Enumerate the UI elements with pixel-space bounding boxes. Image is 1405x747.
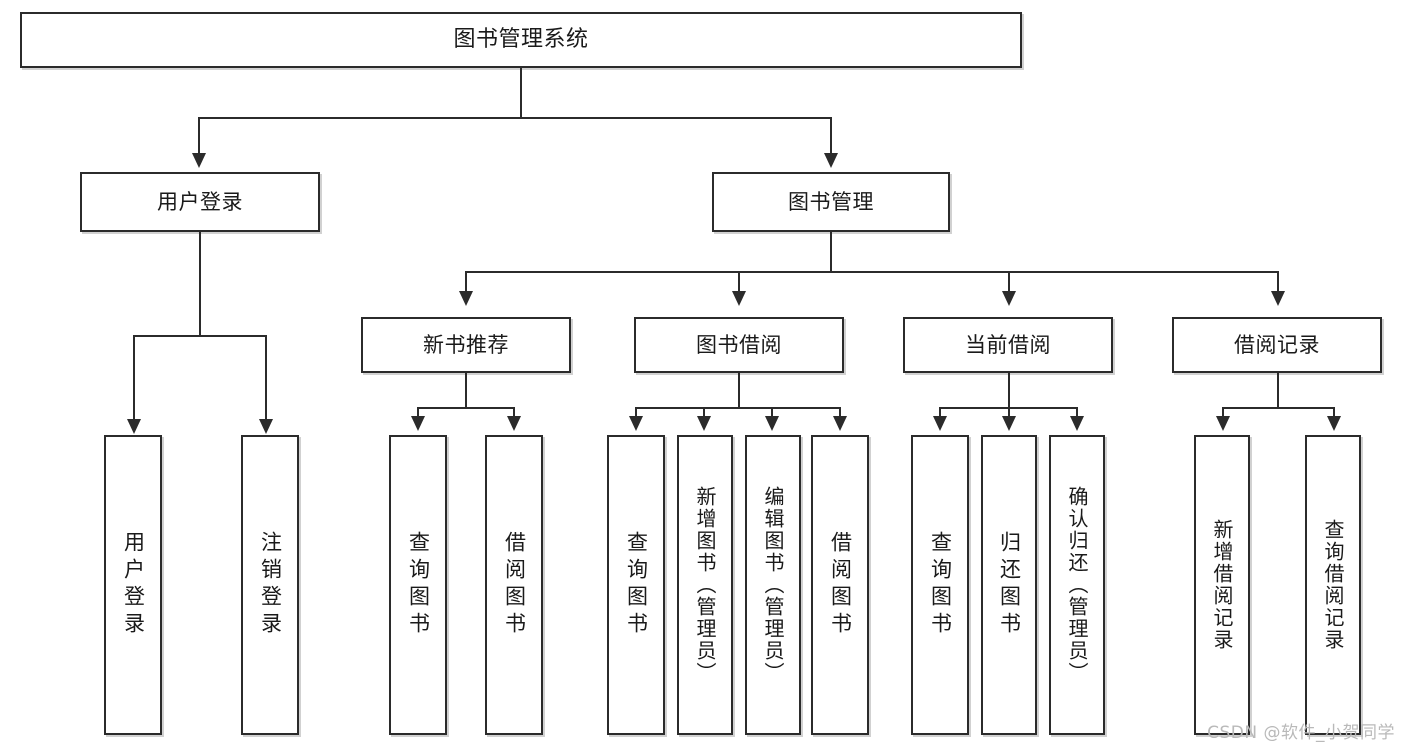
connector-to-new-book-recommend — [465, 271, 467, 293]
node-new-book-recommend[interactable]: 新书推荐 — [361, 317, 571, 373]
node-leaf-user-logout[interactable]: 注销登录 — [241, 435, 299, 735]
connector-bb-3 — [771, 407, 773, 417]
node-label: 图书借阅 — [696, 332, 782, 357]
connector-book-borrow-trunk — [738, 373, 740, 408]
arrow-to-user-login — [192, 153, 206, 168]
node-label: 用户登录 — [157, 189, 243, 214]
arrow-to-leaf-query-record — [1327, 416, 1341, 431]
node-leaf-query-book-3[interactable]: 查询图书 — [911, 435, 969, 735]
node-book-borrow[interactable]: 图书借阅 — [634, 317, 844, 373]
node-label: 当前借阅 — [965, 332, 1051, 357]
connector-to-current-borrow — [1008, 271, 1010, 293]
connector-br-1 — [1222, 407, 1224, 417]
arrow-to-leaf-add-book — [697, 416, 711, 431]
node-leaf-query-book-1[interactable]: 查询图书 — [389, 435, 447, 735]
arrow-to-book-borrow — [732, 291, 746, 306]
node-label: 借阅图书 — [502, 531, 527, 639]
connector-user-login-right — [265, 335, 267, 421]
connector-user-login-left — [133, 335, 135, 421]
connector-book-manage-bar — [466, 271, 1278, 273]
arrow-to-leaf-user-logout — [259, 419, 273, 434]
connector-new-book-trunk — [465, 373, 467, 408]
connector-book-manage-trunk — [830, 232, 832, 272]
connector-bb-4 — [839, 407, 841, 417]
node-label: 图书管理系统 — [453, 27, 589, 53]
connector-br-2 — [1333, 407, 1335, 417]
connector-new-book-right — [513, 407, 515, 417]
node-leaf-return-book[interactable]: 归还图书 — [981, 435, 1037, 735]
node-leaf-user-login[interactable]: 用户登录 — [104, 435, 162, 735]
node-borrow-record[interactable]: 借阅记录 — [1172, 317, 1382, 373]
node-label: 新增借阅记录 — [1210, 519, 1234, 651]
connector-root-to-book-manage — [830, 117, 832, 155]
connector-root-bar — [199, 117, 832, 119]
node-leaf-edit-book[interactable]: 编辑图书（管理员） — [745, 435, 801, 735]
arrow-to-leaf-query-book-2 — [629, 416, 643, 431]
node-label: 查询图书 — [928, 531, 953, 639]
node-root-book-management-system[interactable]: 图书管理系统 — [20, 12, 1022, 68]
arrow-to-borrow-record — [1271, 291, 1285, 306]
arrow-to-new-book-recommend — [459, 291, 473, 306]
node-leaf-borrow-book-2[interactable]: 借阅图书 — [811, 435, 869, 735]
node-leaf-query-record[interactable]: 查询借阅记录 — [1305, 435, 1361, 735]
arrow-to-leaf-borrow-book-1 — [507, 416, 521, 431]
connector-to-book-borrow — [738, 271, 740, 293]
arrow-to-leaf-return-book — [1002, 416, 1016, 431]
node-label: 借阅记录 — [1234, 332, 1320, 357]
node-label: 借阅图书 — [828, 531, 853, 639]
connector-root-trunk — [520, 68, 522, 118]
arrow-to-leaf-borrow-book-2 — [833, 416, 847, 431]
node-leaf-query-book-2[interactable]: 查询图书 — [607, 435, 665, 735]
connector-new-book-bar — [418, 407, 514, 409]
connector-cb-1 — [939, 407, 941, 417]
connector-to-borrow-record — [1277, 271, 1279, 293]
arrow-to-leaf-confirm-return — [1070, 416, 1084, 431]
connector-book-borrow-bar — [636, 407, 840, 409]
node-label: 确认归还（管理员） — [1065, 486, 1089, 684]
arrow-to-leaf-add-record — [1216, 416, 1230, 431]
connector-cb-3 — [1076, 407, 1078, 417]
node-label: 新增图书（管理员） — [693, 486, 717, 684]
connector-current-borrow-trunk — [1008, 373, 1010, 408]
node-label: 归还图书 — [997, 531, 1022, 639]
arrow-to-current-borrow — [1002, 291, 1016, 306]
node-label: 查询借阅记录 — [1321, 519, 1345, 651]
connector-bb-2 — [703, 407, 705, 417]
connector-bb-1 — [635, 407, 637, 417]
node-label: 新书推荐 — [423, 332, 509, 357]
connector-new-book-left — [417, 407, 419, 417]
arrow-to-book-manage — [824, 153, 838, 168]
arrow-to-leaf-user-login — [127, 419, 141, 434]
node-leaf-confirm-return[interactable]: 确认归还（管理员） — [1049, 435, 1105, 735]
arrow-to-leaf-query-book-3 — [933, 416, 947, 431]
arrow-to-leaf-query-book-1 — [411, 416, 425, 431]
node-leaf-add-book[interactable]: 新增图书（管理员） — [677, 435, 733, 735]
node-label: 用户登录 — [121, 531, 146, 639]
connector-cb-2 — [1008, 407, 1010, 417]
connector-user-login-trunk — [199, 232, 201, 336]
arrow-to-leaf-edit-book — [765, 416, 779, 431]
node-label: 注销登录 — [258, 531, 283, 639]
node-label: 查询图书 — [406, 531, 431, 639]
node-current-borrow[interactable]: 当前借阅 — [903, 317, 1113, 373]
connector-user-login-bar — [134, 335, 266, 337]
connector-borrow-record-bar — [1223, 407, 1334, 409]
node-label: 图书管理 — [788, 189, 874, 214]
node-book-management[interactable]: 图书管理 — [712, 172, 950, 232]
node-leaf-add-record[interactable]: 新增借阅记录 — [1194, 435, 1250, 735]
connector-borrow-record-trunk — [1277, 373, 1279, 408]
node-leaf-borrow-book-1[interactable]: 借阅图书 — [485, 435, 543, 735]
node-label: 编辑图书（管理员） — [761, 486, 785, 684]
connector-root-to-user-login — [198, 117, 200, 155]
node-user-login[interactable]: 用户登录 — [80, 172, 320, 232]
node-label: 查询图书 — [624, 531, 649, 639]
